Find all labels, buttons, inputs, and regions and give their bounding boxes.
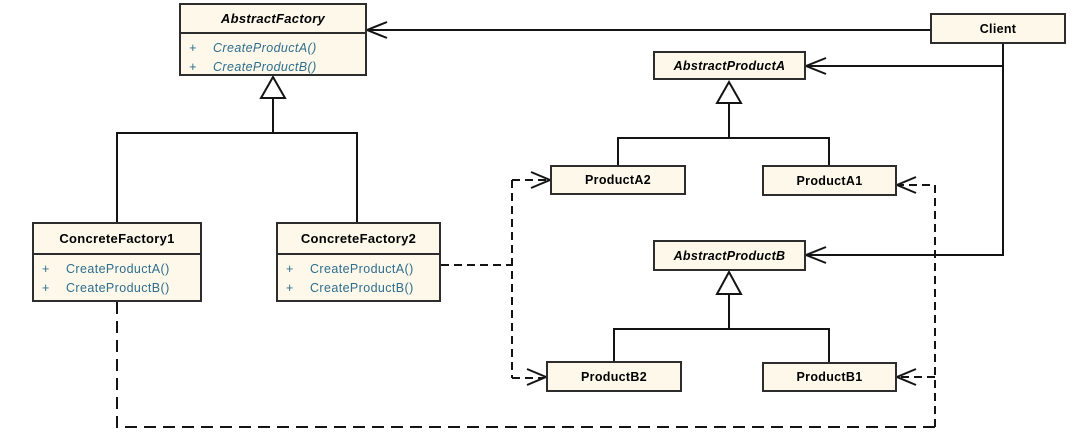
inheritance-triangle-icon xyxy=(259,74,287,99)
method-signature: CreateProductB() xyxy=(213,60,317,74)
method-signature: CreateProductA() xyxy=(213,41,317,55)
methods-compartment: + CreateProductA() + CreateProductB() xyxy=(181,32,365,75)
class-concrete-factory2[interactable]: ConcreteFactory2 + CreateProductA() + Cr… xyxy=(276,222,441,302)
method-signature: CreateProductB() xyxy=(310,281,414,295)
method-signature: CreateProductA() xyxy=(310,262,414,276)
open-arrowhead-icon xyxy=(803,57,827,75)
open-arrowhead-icon xyxy=(894,176,917,194)
class-product-a2[interactable]: ProductA2 xyxy=(550,165,686,195)
class-concrete-factory1[interactable]: ConcreteFactory1 + CreateProductA() + Cr… xyxy=(32,222,202,302)
generalization-factories xyxy=(116,74,358,222)
method-row: + CreateProductA() xyxy=(189,40,359,56)
generalization-products-b xyxy=(613,269,830,362)
inheritance-triangle-icon xyxy=(715,269,743,295)
class-title: ProductA1 xyxy=(796,173,863,188)
visibility-symbol: + xyxy=(42,281,50,295)
dependency-concrete-factory2 xyxy=(441,171,553,386)
visibility-symbol: + xyxy=(286,262,294,276)
open-arrowhead-icon xyxy=(364,21,388,39)
class-title: ConcreteFactory1 xyxy=(59,231,175,246)
open-arrowhead-icon xyxy=(894,368,917,386)
method-row: + CreateProductA() xyxy=(42,261,194,277)
class-title: ProductB1 xyxy=(796,370,863,384)
method-row: + CreateProductB() xyxy=(286,280,433,296)
class-title: ConcreteFactory2 xyxy=(300,231,417,246)
class-client[interactable]: Client xyxy=(930,13,1066,44)
generalization-line xyxy=(617,104,830,165)
class-title: ProductA2 xyxy=(585,173,651,187)
generalization-products-a xyxy=(617,79,830,165)
methods-compartment: + CreateProductA() + CreateProductB() xyxy=(34,253,200,296)
dependency-concrete-factory1 xyxy=(116,176,936,428)
class-product-b2[interactable]: ProductB2 xyxy=(546,361,682,392)
visibility-symbol: + xyxy=(189,60,197,74)
method-row: + CreateProductB() xyxy=(42,280,194,296)
method-signature: CreateProductB() xyxy=(66,281,170,295)
class-product-b1[interactable]: ProductB1 xyxy=(762,362,897,392)
open-arrowhead-icon xyxy=(803,246,827,264)
class-title: ProductB2 xyxy=(581,369,647,384)
method-row: + CreateProductB() xyxy=(189,59,359,75)
association-client-lines xyxy=(364,21,1004,264)
association-client-abstractproductb xyxy=(806,44,1004,256)
dependency-line xyxy=(441,179,548,379)
generalization-line xyxy=(613,295,830,362)
generalization-line xyxy=(116,99,358,222)
class-abstract-product-a[interactable]: AbstractProductA xyxy=(653,51,806,80)
method-row: + CreateProductA() xyxy=(286,261,433,277)
class-title: AbstractProductA xyxy=(673,58,786,73)
class-abstract-factory[interactable]: AbstractFactory + CreateProductA() + Cre… xyxy=(179,3,367,76)
class-title: Client xyxy=(979,21,1017,36)
method-signature: CreateProductA() xyxy=(66,262,170,276)
class-title: AbstractProductB xyxy=(673,248,786,263)
dependency-line xyxy=(116,302,935,428)
visibility-symbol: + xyxy=(42,262,50,276)
inheritance-triangle-icon xyxy=(715,79,743,104)
visibility-symbol: + xyxy=(189,41,197,55)
class-product-a1[interactable]: ProductA1 xyxy=(762,165,897,196)
class-title: AbstractFactory xyxy=(220,11,326,26)
class-abstract-product-b[interactable]: AbstractProductB xyxy=(653,240,806,271)
dependency-line xyxy=(899,184,936,427)
visibility-symbol: + xyxy=(286,281,294,295)
methods-compartment: + CreateProductA() + CreateProductB() xyxy=(278,253,439,296)
